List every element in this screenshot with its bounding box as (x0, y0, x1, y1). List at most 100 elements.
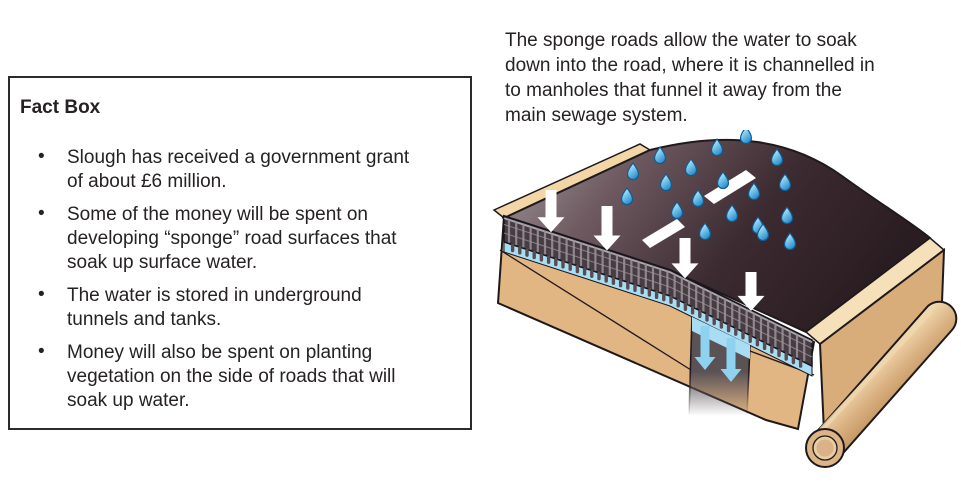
lane-dash (642, 219, 685, 248)
mesh-peg (770, 345, 774, 354)
mesh-peg (640, 285, 644, 295)
raindrop-icon (670, 201, 684, 220)
fact-bullet: • Slough has received a government grant o… (20, 146, 460, 194)
mesh-peg (784, 352, 788, 361)
bullet-line: Some of the money will be spent on (67, 204, 369, 225)
soak-down-arrow-icon (737, 272, 765, 311)
mesh-peg (662, 292, 666, 302)
mesh-peg (633, 283, 637, 293)
mesh-peg (539, 253, 544, 262)
caption-line: The sponge roads allow the water to soak (505, 30, 857, 51)
mesh-peg (755, 338, 760, 347)
mesh-peg (518, 246, 522, 255)
mesh-peg (712, 316, 716, 326)
mesh-peg (626, 281, 630, 290)
raindrop-icon (783, 232, 797, 251)
bullet-line: Money will also be spent on planting (67, 342, 373, 363)
bullet-line: tunnels and tanks. (67, 309, 222, 330)
mesh-peg (726, 323, 731, 333)
mesh-grid (503, 217, 813, 362)
mesh-peg (597, 271, 601, 281)
raindrop-icon (778, 173, 792, 192)
raindrop-icon (725, 204, 739, 223)
soak-down-arrow-icon (671, 238, 699, 279)
water-flow-arrow-icon (694, 326, 716, 370)
mesh-peg (611, 276, 616, 285)
mesh-peg (618, 278, 623, 288)
raindrop-icon (747, 182, 761, 201)
mesh-peg (654, 290, 659, 300)
bullet-line: Slough has received a government grant (67, 147, 410, 168)
raindrop-icon (691, 189, 705, 208)
mesh-peg (705, 313, 709, 322)
fact-box: Fact Box • Slough has received a governme… (8, 76, 472, 430)
caption-line: main sewage system. (505, 105, 688, 126)
mesh-peg (561, 260, 565, 269)
lane-markings (642, 170, 756, 248)
raindrop-icon (626, 162, 640, 181)
fact-bullet: • The water is stored in underground tunne… (20, 284, 460, 332)
bullet-line: vegetation on the side of roads that wil… (67, 366, 396, 387)
fact-box-title: Fact Box (20, 97, 101, 118)
raindrop-icon (653, 146, 667, 165)
raindrops (620, 130, 797, 251)
bullet-line: The water is stored in underground (67, 285, 362, 306)
raindrop-icon (780, 206, 794, 225)
mesh-peg (582, 267, 587, 276)
raindrop-icon (659, 173, 673, 192)
mesh-peg (554, 257, 558, 267)
mesh-peg (568, 262, 572, 271)
mesh-peg (698, 309, 702, 319)
mesh-peg (575, 264, 580, 274)
cut-slope-line (499, 249, 692, 371)
mesh-peg (798, 359, 803, 368)
road-surface (501, 138, 932, 334)
raindrop-icon (739, 130, 753, 145)
mesh-peg (647, 288, 652, 297)
raindrop-icon (684, 158, 698, 177)
caption-line: down into the road, where it is channell… (505, 55, 875, 76)
raindrop-icon (710, 138, 724, 157)
mesh-peg (734, 327, 738, 336)
mesh-peg (510, 243, 515, 253)
mesh-peg (676, 299, 680, 308)
bullet-marker-icon: • (38, 146, 45, 167)
mesh-peg (741, 330, 745, 340)
bullet-line: of about £6 million. (67, 171, 227, 192)
mesh-peg (532, 250, 536, 260)
drain-channel-edge (688, 316, 693, 416)
soak-down-arrow-icon (537, 190, 565, 233)
mesh-peg (690, 306, 695, 315)
mesh-peg (719, 320, 724, 329)
bullet-line: soak up water. (67, 390, 190, 411)
bullet-line: developing “sponge” road surfaces that (67, 228, 397, 249)
pipe-mouth-hole (816, 439, 834, 457)
fact-box-list: • Slough has received a government grant o… (20, 146, 460, 413)
mesh-peg (791, 355, 796, 365)
water-flow-arrows (694, 326, 742, 382)
bullet-marker-icon: • (38, 284, 45, 305)
sponge-road-illustration (492, 130, 958, 468)
mesh-pegs (510, 243, 803, 368)
soak-down-arrow-icon (593, 206, 621, 251)
raindrop-icon (698, 222, 712, 241)
drainage-pipe (805, 300, 958, 468)
mesh-peg (590, 269, 594, 278)
mesh-peg (546, 255, 551, 264)
raindrop-icon (756, 223, 770, 242)
soak-arrows (537, 190, 765, 311)
raindrop-icon (716, 171, 730, 190)
mesh-peg (748, 334, 752, 343)
raindrop-icon (770, 148, 784, 167)
caption-text: The sponge roads allow the water to soak… (505, 28, 875, 128)
raindrop-icon (620, 187, 634, 206)
bullet-line: soak up surface water. (67, 252, 258, 273)
lane-dash (704, 170, 756, 204)
mesh-peg (777, 348, 781, 358)
mesh-peg (683, 302, 688, 311)
caption-line: to manholes that funnel it away from the (505, 80, 842, 101)
mesh-peg (669, 295, 673, 304)
bullet-marker-icon: • (38, 341, 45, 362)
